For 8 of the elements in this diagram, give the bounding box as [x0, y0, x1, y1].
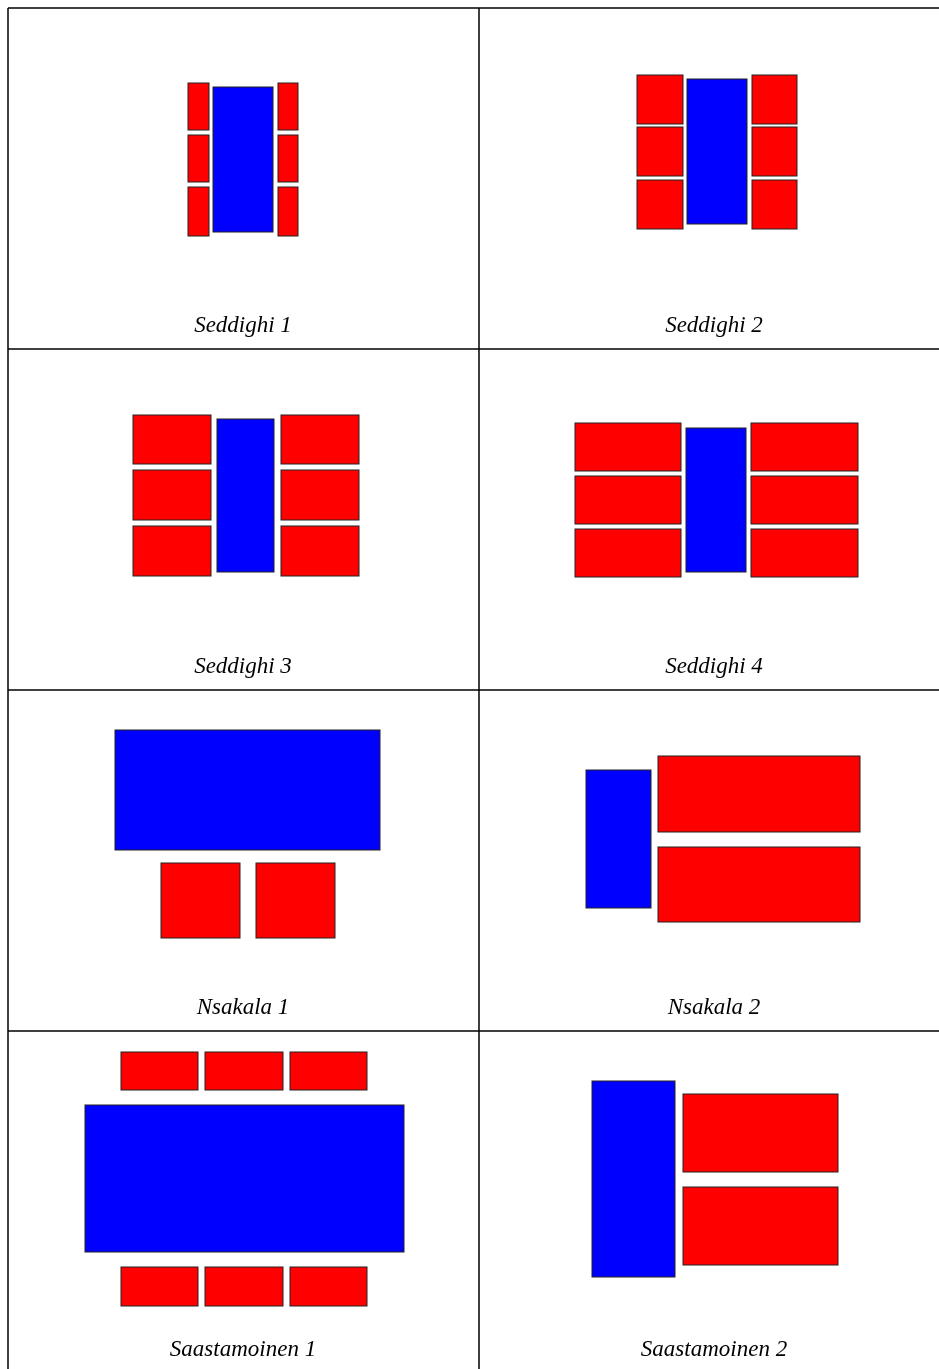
caption: Nsakala 1 [196, 993, 290, 1021]
caption: Seddighi 3 [194, 652, 292, 680]
caption: Seddighi 2 [665, 311, 763, 339]
caption: Saastamoinen 2 [640, 1335, 788, 1363]
caption: Seddighi 1 [194, 311, 292, 339]
caption: Seddighi 4 [665, 652, 763, 680]
caption: Nsakala 2 [667, 993, 761, 1021]
caption: Saastamoinen 1 [169, 1335, 317, 1363]
